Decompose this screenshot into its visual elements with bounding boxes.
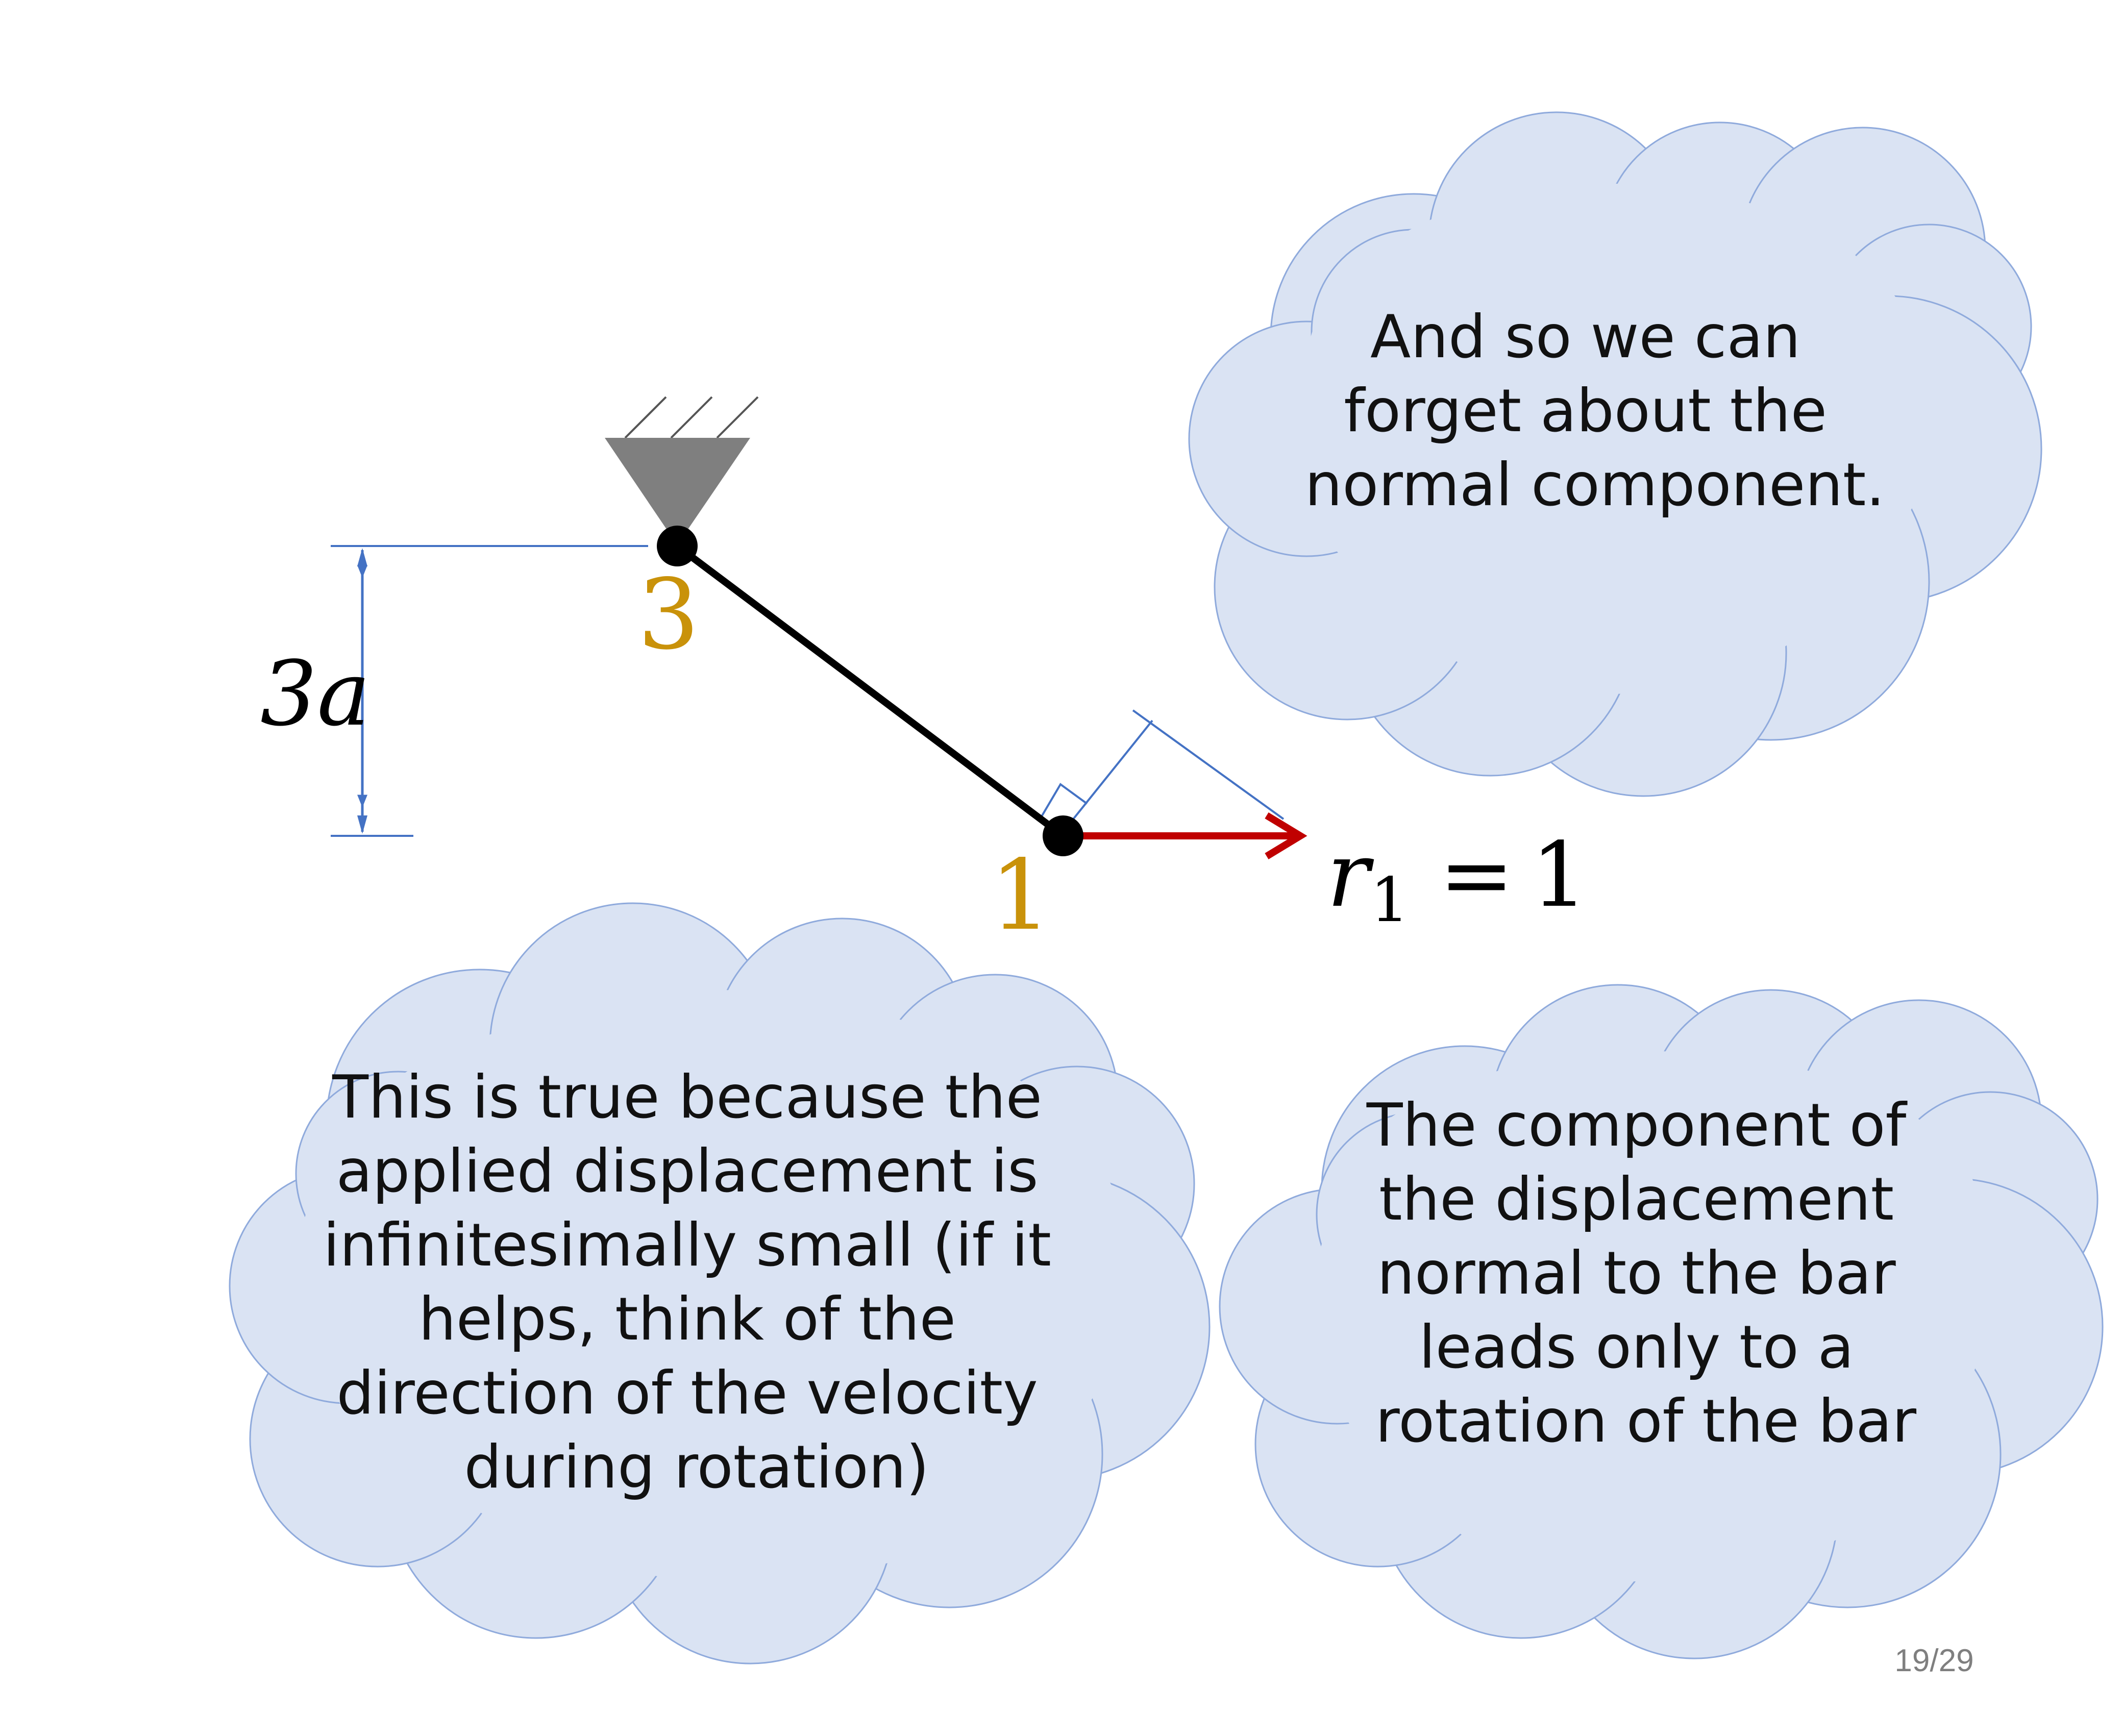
cloud-top-text: And so we can forget about the normal co… — [1305, 303, 1885, 519]
cloud-left-text: This is true because the applied displac… — [323, 1063, 1070, 1502]
cloud-left-line-4: helps, think of the — [418, 1285, 956, 1354]
cloud-right-text: The component of the displacement normal… — [1366, 1091, 1925, 1456]
cloud-left-line-5: direction of the velocity — [336, 1359, 1038, 1428]
load-symbol: r — [1327, 824, 1374, 927]
structure-diagram: 3 1 3a r 1 = 1 — [260, 396, 1588, 952]
cloud-right-line-1: The component of — [1366, 1091, 1908, 1160]
right-angle-marker — [1038, 783, 1088, 823]
dimension-arrow-top — [357, 548, 367, 566]
cloud-right-line-2: the displacement — [1379, 1165, 1894, 1234]
load-label: r 1 = 1 — [1327, 824, 1588, 936]
perpendicular-construction — [1038, 709, 1285, 838]
cloud-top-line-2: forget about the — [1344, 377, 1827, 445]
load-equals: = — [1439, 824, 1514, 927]
cloud-top-line-1: And so we can — [1370, 303, 1800, 371]
cloud-left-line-2: applied displacement is — [336, 1137, 1039, 1206]
cloud-left-line-1: This is true because the — [332, 1063, 1042, 1132]
bar-member — [674, 542, 1067, 839]
cloud-right: The component of the displacement normal… — [1219, 984, 2104, 1659]
cloud-right-line-5: rotation of the bar — [1375, 1387, 1916, 1456]
load-subscript: 1 — [1370, 865, 1409, 936]
cloud-top-line-3: normal component. — [1305, 451, 1885, 519]
cloud-right-line-4: leads only to a — [1419, 1313, 1854, 1382]
cloud-top: And so we can forget about the normal co… — [1188, 111, 2042, 797]
pin-support — [605, 438, 750, 545]
page-number: 19/29 — [1894, 1643, 1973, 1678]
dimension-label: 3a — [260, 642, 371, 746]
cloud-left: This is true because the applied displac… — [229, 902, 1211, 1665]
cloud-left-line-6: during rotation) — [464, 1433, 929, 1502]
cloud-right-line-3: normal to the bar — [1377, 1239, 1896, 1308]
load-value: 1 — [1531, 824, 1588, 927]
cloud-left-line-3: infinitesimally small (if it — [323, 1211, 1051, 1280]
load-arrowhead — [1265, 812, 1307, 859]
node-3-joint — [657, 526, 698, 566]
node-3-label: 3 — [638, 558, 700, 671]
node-1-joint — [1043, 815, 1083, 856]
node-1-label: 1 — [990, 839, 1052, 952]
support-hatch — [624, 396, 759, 439]
dimension-arrow-bottom — [357, 815, 367, 834]
